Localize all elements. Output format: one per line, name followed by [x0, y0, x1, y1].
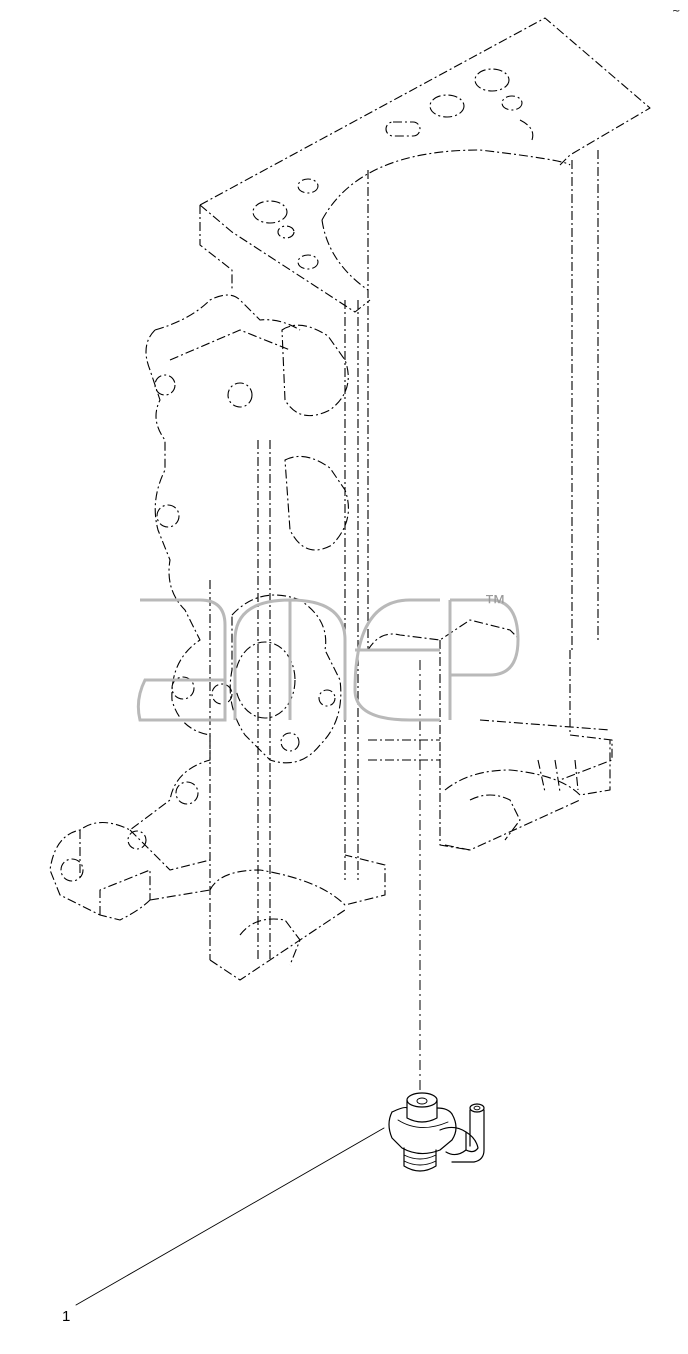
corner-mark: ~ [672, 6, 680, 17]
engine-block-outline [49, 17, 651, 981]
part-1-fitting [388, 1092, 485, 1172]
watermark-trademark: ™ [484, 590, 506, 615]
watermark-logo: ™ [136, 590, 520, 722]
callout-number: 1 [62, 1308, 70, 1325]
callout-leader-line [75, 1127, 385, 1306]
